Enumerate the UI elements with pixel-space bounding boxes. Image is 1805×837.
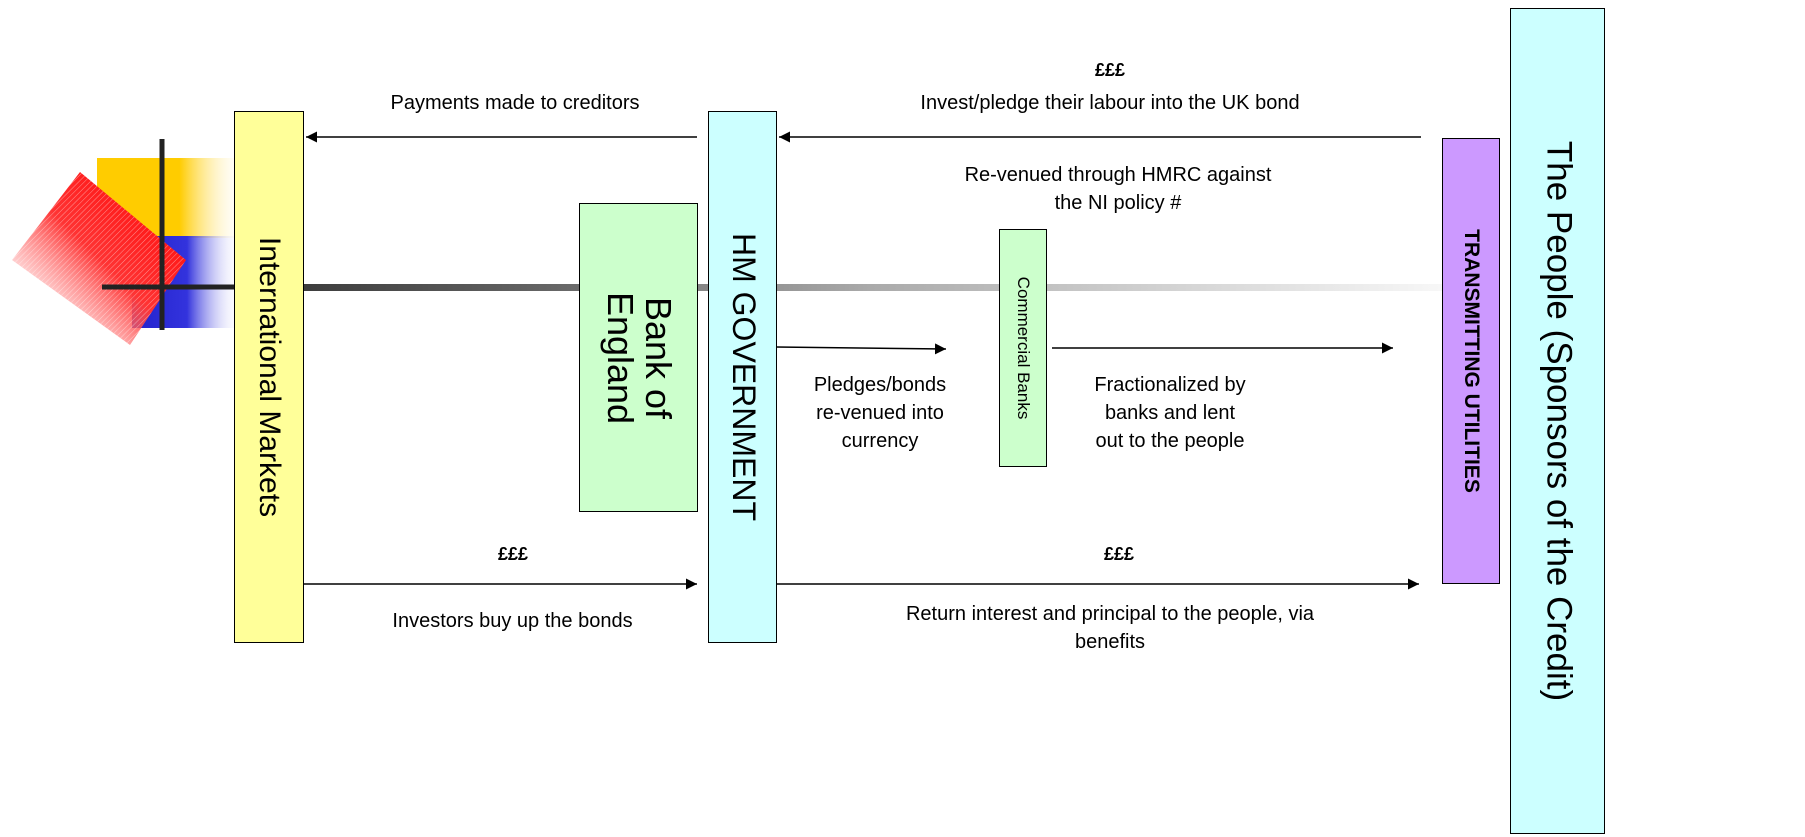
invest-pledge-label: Invest/pledge their labour into the UK b…	[920, 92, 1300, 114]
transmitting-utilities-box: TRANSMITTING UTILITIES	[1442, 138, 1500, 584]
bank-of-england-box: Bank of England	[579, 203, 698, 512]
international-markets-label: International Markets	[252, 236, 286, 518]
left-pounds-label: £££	[497, 544, 529, 564]
investors-buy-label: Investors buy up the bonds	[392, 610, 633, 632]
revenued-hmrc-label: Re-venued through HMRC against the NI po…	[964, 164, 1272, 214]
gradient-divider-line	[240, 284, 1500, 291]
fractionalized-label: Fractionalized by banks and lent out to …	[1094, 374, 1246, 452]
decorative-logo-icon	[12, 139, 247, 345]
bank-of-england-label: Bank of England	[599, 291, 679, 424]
hm-government-label: HM GOVERNMENT	[725, 233, 762, 521]
commercial-banks-label: Commercial Banks	[1013, 276, 1033, 420]
transmitting-utilities-label: TRANSMITTING UTILITIES	[1460, 229, 1484, 493]
arrow-pledges-to-banks	[775, 343, 947, 355]
payments-to-creditors-label: Payments made to creditors	[390, 92, 640, 114]
return-interest-label: Return interest and principal to the peo…	[905, 603, 1315, 653]
the-people-box: The People (Sponsors of the Credit)	[1510, 8, 1605, 834]
right-pounds-label: £££	[1103, 544, 1135, 564]
pledges-bonds-label: Pledges/bonds re-venued into currency	[813, 374, 947, 452]
the-people-label: The People (Sponsors of the Credit)	[1538, 140, 1578, 702]
international-markets-box: International Markets	[234, 111, 304, 643]
top-pounds-label: £££	[1094, 60, 1126, 80]
commercial-banks-box: Commercial Banks	[999, 229, 1047, 467]
hm-government-box: HM GOVERNMENT	[708, 111, 777, 643]
